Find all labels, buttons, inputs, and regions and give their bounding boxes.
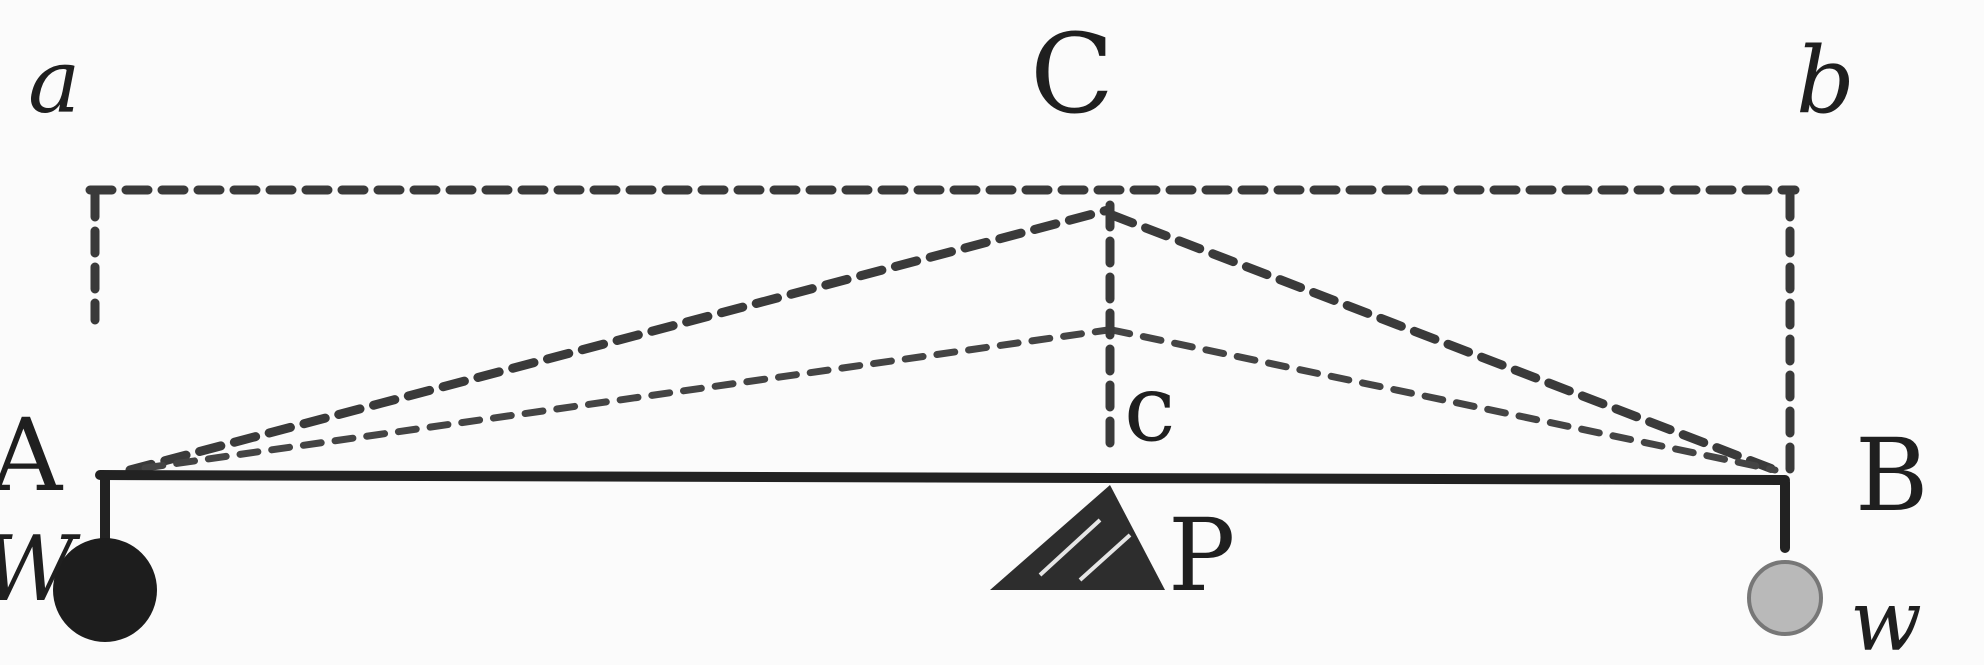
fulcrum-hatch [1078, 533, 1132, 582]
label-W: W [0, 517, 81, 622]
label-A: A [0, 397, 64, 514]
weight-w-ball [1747, 560, 1823, 636]
dashed-line-c-to-B [1108, 326, 1779, 474]
label-b: b [1796, 27, 1855, 134]
label-C-upper: C [1030, 10, 1114, 138]
label-c-lower: c [1124, 355, 1176, 462]
lever-bar-AB [95, 470, 1790, 485]
label-a: a [28, 30, 80, 133]
label-B: B [1855, 417, 1929, 534]
weight-W-ball [53, 538, 157, 642]
fulcrum-triangle [990, 485, 1165, 590]
label-P: P [1168, 497, 1235, 614]
dashed-line-A-to-C [125, 205, 1113, 475]
dashed-line-C-to-B [1107, 210, 1780, 475]
label-w: w [1850, 572, 1922, 665]
dashed-line-A-to-c [141, 326, 1112, 472]
fulcrum-hatch [1038, 518, 1102, 577]
